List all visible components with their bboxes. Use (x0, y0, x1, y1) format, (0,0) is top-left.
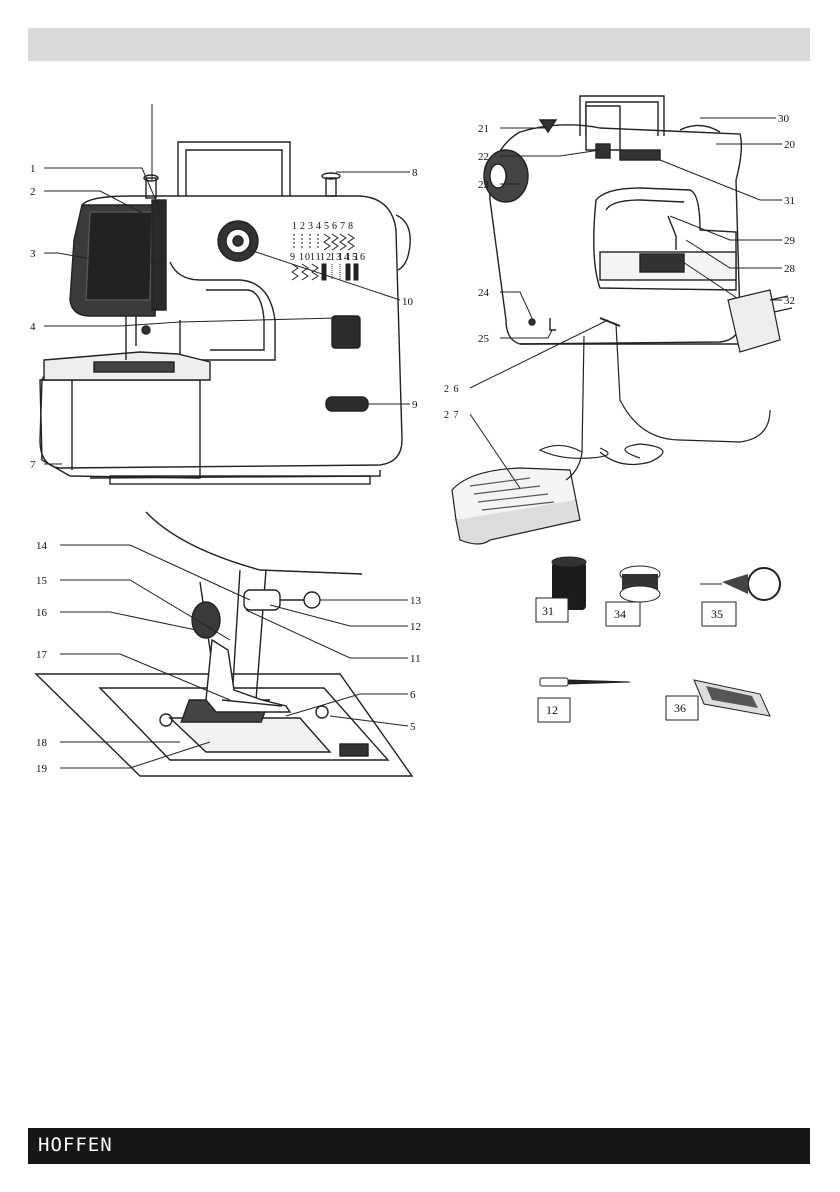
callout-15: 15 (36, 575, 48, 587)
cable-callouts (470, 320, 608, 488)
callout-16: 16 (36, 607, 48, 619)
front-machine-drawing (40, 142, 410, 484)
callout-2: 2 (30, 186, 36, 198)
callout-3: 3 (30, 248, 36, 260)
callout-9: 9 (412, 399, 418, 411)
footer-bar: HOFFEN (28, 1128, 810, 1164)
callout-27: 2 7 (444, 410, 460, 421)
callout-7: 7 (30, 459, 36, 471)
accessory-needle-threader: 35 (700, 568, 780, 626)
accessory-needle: 12 (538, 678, 630, 722)
stitch-number: 6 (332, 221, 338, 232)
callout-17: 17 (36, 649, 48, 661)
callout-28: 28 (784, 263, 796, 275)
callout-19: 19 (36, 763, 48, 775)
pedal-and-cables (452, 290, 792, 544)
accessory-label-35: 35 (711, 607, 723, 621)
stitch-number: 7 (340, 221, 346, 232)
brand-logo: HOFFEN (38, 1134, 113, 1156)
stitch-number: 1 (292, 221, 298, 232)
callout-8: 8 (412, 167, 418, 179)
callout-30: 30 (778, 113, 790, 125)
callout-23: 23 (478, 179, 490, 191)
callout-1: 1 (30, 163, 36, 175)
stitch-number: 3 (308, 221, 314, 232)
callout-29: 29 (784, 235, 796, 247)
callout-4: 4 (30, 321, 36, 333)
stitch-number: 9 (290, 252, 296, 263)
callout-14: 14 (36, 540, 48, 552)
callout-11: 11 (410, 653, 421, 665)
callout-20: 20 (784, 139, 796, 151)
callout-25: 25 (478, 333, 490, 345)
callout-5: 5 (410, 721, 416, 733)
callout-24: 24 (478, 287, 490, 299)
callout-13: 13 (410, 595, 422, 607)
accessory-label-34: 34 (614, 607, 626, 621)
stitch-number: 8 (348, 221, 354, 232)
stitch-number: 2 (300, 221, 306, 232)
stitch-number: 16 (354, 252, 366, 263)
callout-22: 22 (478, 151, 489, 163)
back-machine-drawing (484, 96, 741, 344)
stitch-number: 4 (316, 221, 322, 232)
callout-18: 18 (36, 737, 48, 749)
callout-10: 10 (402, 296, 414, 308)
cable-labels: 2 6 2 7 (444, 384, 460, 421)
callout-26: 2 6 (444, 384, 460, 395)
stitch-number: 5 (324, 221, 330, 232)
accessory-thread-spool: 31 (536, 557, 586, 622)
callout-21: 21 (478, 123, 489, 135)
accessory-bobbin: 34 (606, 566, 660, 626)
stitch-chart: 1 2 3 4 5 6 7 8 9 10 11 12 13 14 15 (290, 221, 366, 280)
accessory-label-31: 31 (542, 604, 554, 618)
accessory-presser-foot: 36 (666, 680, 770, 720)
presser-foot-closeup (36, 512, 412, 776)
accessory-label-36: 36 (674, 701, 686, 715)
stitch-row-2: 9 10 11 12 13 14 15 16 (290, 252, 366, 263)
callout-12: 12 (410, 621, 421, 633)
stitch-row-1: 1 2 3 4 5 6 7 8 (292, 221, 354, 232)
accessory-label-12: 12 (546, 703, 558, 717)
callout-31: 31 (784, 195, 795, 207)
callout-6: 6 (410, 689, 416, 701)
